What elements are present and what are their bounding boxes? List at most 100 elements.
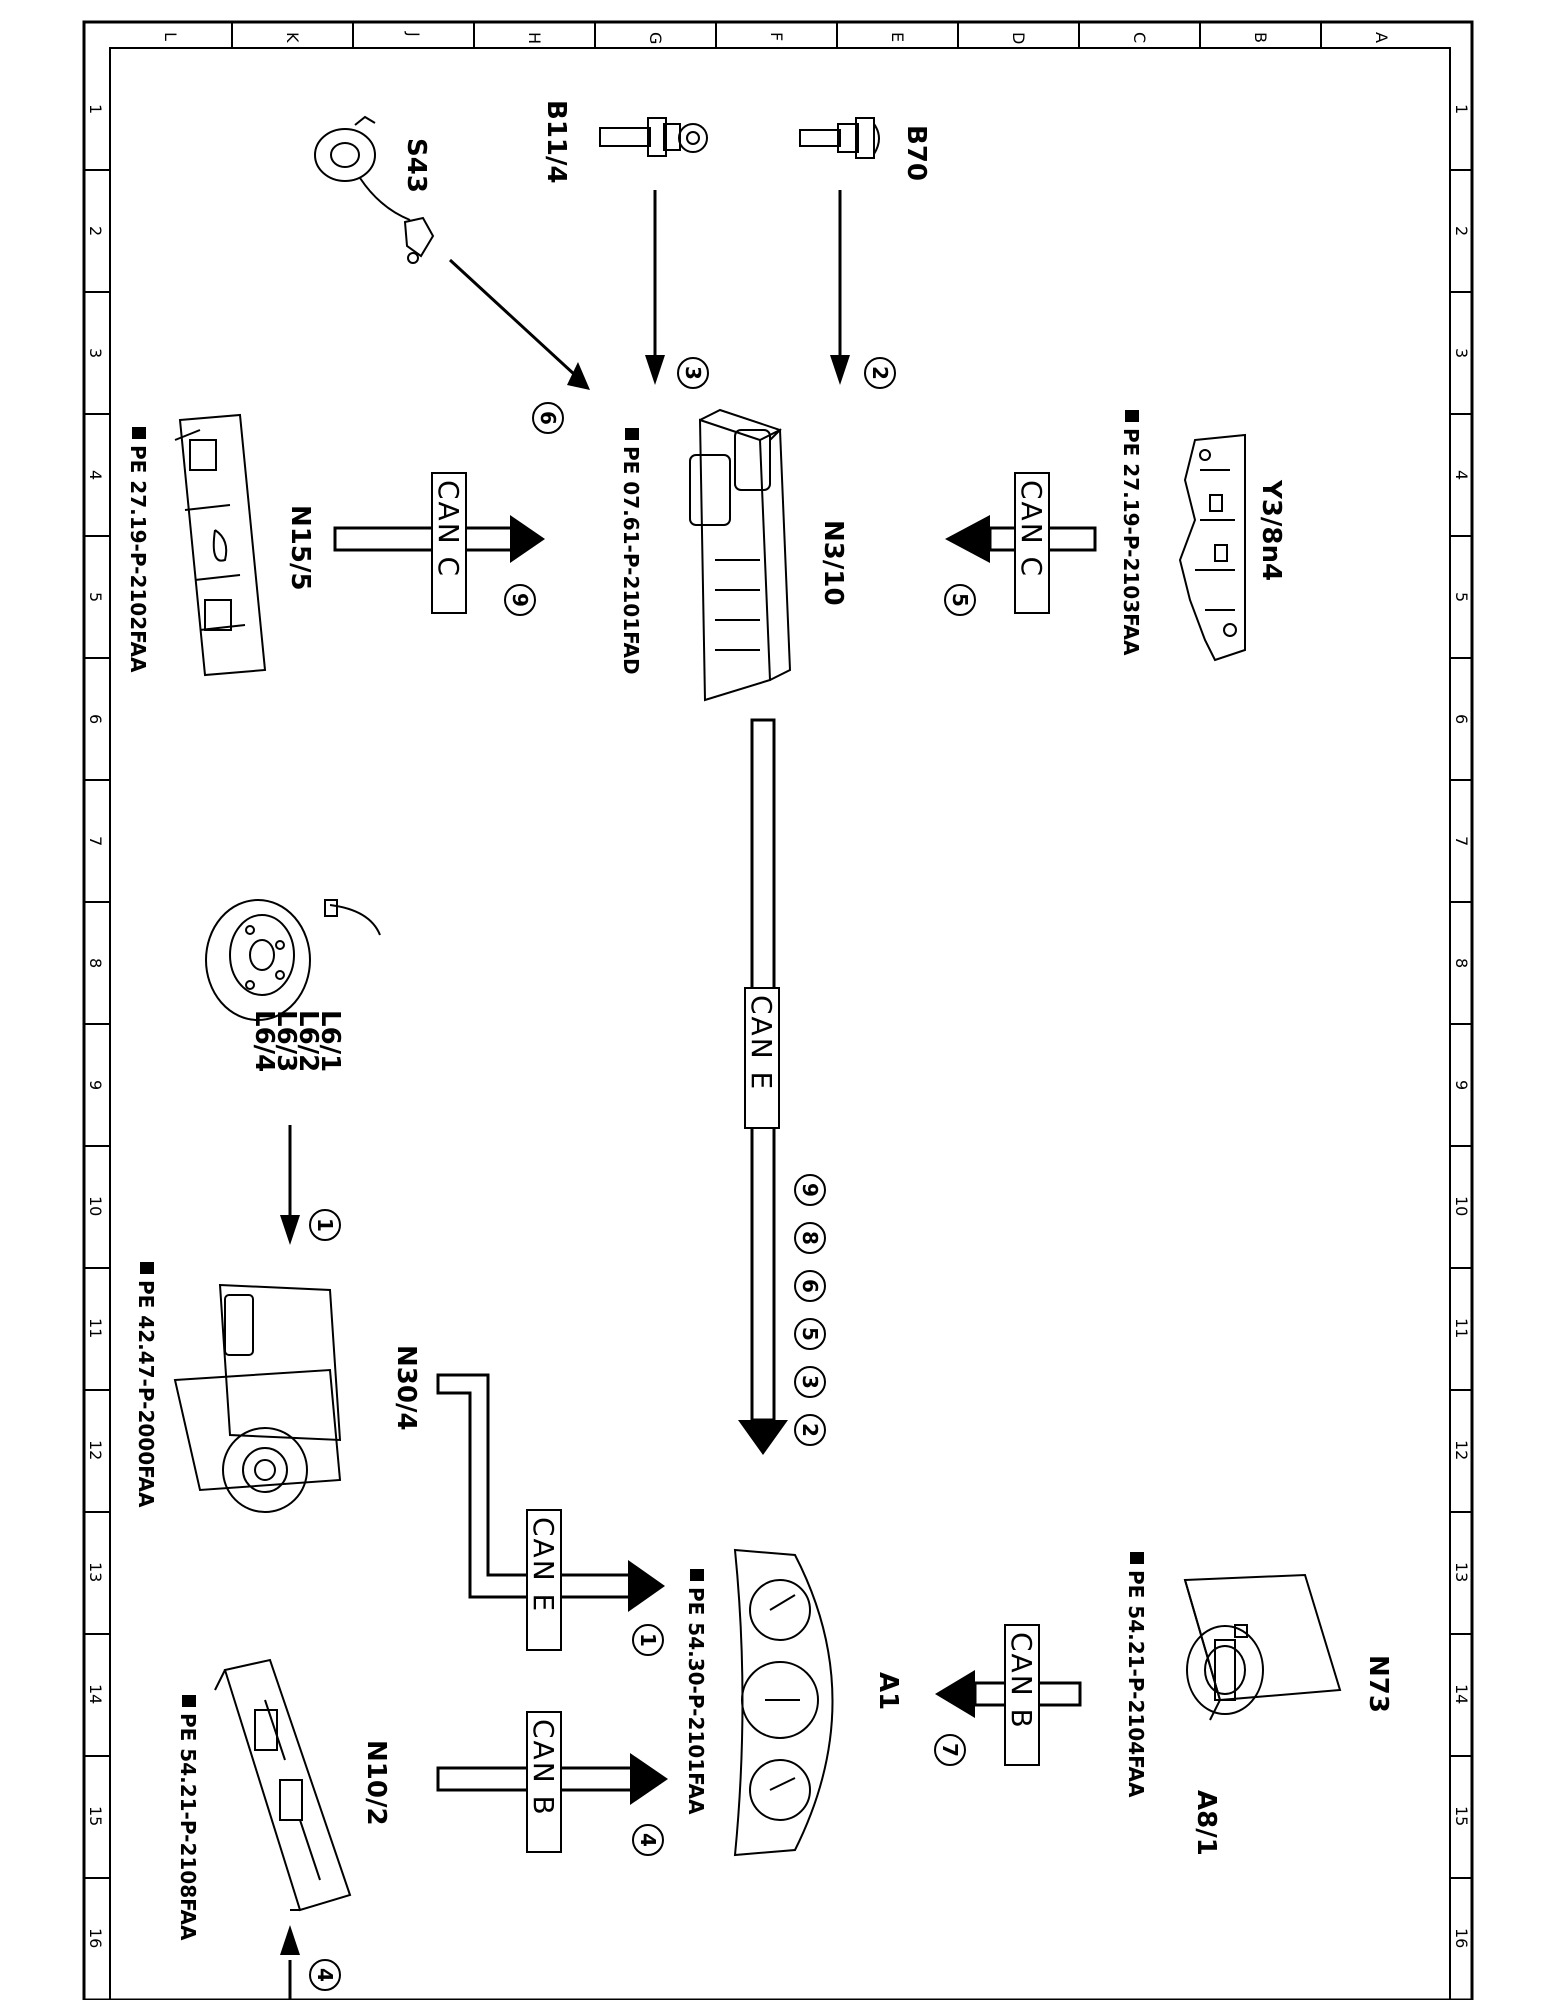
can-b-label: CAN B <box>1005 1632 1038 1730</box>
grid-letter: F <box>767 32 786 41</box>
b11-4-label: B11/4 <box>541 100 571 184</box>
a1-label: A1 <box>873 1672 903 1710</box>
can-c-left-bus <box>333 515 545 563</box>
grid-letter: E <box>888 32 907 42</box>
signal-numbers: 2 3 6 5 9 1 1 7 4 4 9 8 6 5 3 2 <box>313 366 972 1982</box>
hand-pointer-icon <box>1130 1552 1144 1564</box>
s43-label: S43 <box>401 138 431 193</box>
grid-letter: H <box>525 32 544 44</box>
n15-5-reference: PE 27.19-P-2102FAA <box>126 445 150 673</box>
hand-pointer-icon <box>690 1569 704 1581</box>
signal-circles <box>309 357 976 1991</box>
s43-switch-icon <box>314 115 435 264</box>
b70-label: B70 <box>901 125 931 181</box>
grid-number: 5 <box>1452 592 1471 602</box>
signal-number: 3 <box>798 1375 822 1389</box>
n30-4-reference: PE 42.47-P-2000FAA <box>134 1280 158 1508</box>
n30-4-label: N30/4 <box>391 1345 421 1431</box>
reference-labels: PE 27.19-P-2103FAA PE 07.61-P-2101FAD PE… <box>126 410 1148 1941</box>
grid-number: 14 <box>1452 1684 1471 1704</box>
grid-letter: A <box>1372 32 1391 43</box>
hand-pointer-icon <box>140 1262 154 1274</box>
y3-8n4-label: Y3/8n4 <box>1256 479 1286 581</box>
can-c-label: CAN C <box>432 480 465 578</box>
grid-letter: D <box>1009 32 1028 44</box>
grid-number: 10 <box>1452 1196 1471 1216</box>
n3-10-label: N3/10 <box>818 520 848 606</box>
n3-10-ecu-icon <box>689 408 792 702</box>
can-e-label: CAN E <box>527 1517 560 1613</box>
signal-number: 4 <box>636 1833 660 1847</box>
grid-number: 15 <box>86 1806 105 1826</box>
grid-number: 8 <box>86 958 105 968</box>
grid-number: 2 <box>86 226 105 236</box>
n10-2-reference: PE 54.21-P-2108FAA <box>176 1713 200 1941</box>
signal-number: 4 <box>313 1968 337 1982</box>
l6-label: L6/2 <box>293 1010 323 1072</box>
grid-number: 9 <box>1452 1080 1471 1090</box>
grid-number: 8 <box>1452 958 1471 968</box>
signal-number: 6 <box>798 1279 822 1293</box>
b70-sensor-icon <box>799 117 880 159</box>
grid-number: 11 <box>86 1318 105 1338</box>
grid-letter: G <box>646 32 665 44</box>
grid-number: 10 <box>86 1196 105 1216</box>
signal-number: 6 <box>536 411 560 425</box>
grid-number: 3 <box>86 348 105 358</box>
grid-number: 9 <box>86 1080 105 1090</box>
l6-wheel-speed-sensor-icon <box>205 899 381 1021</box>
a8-1-label: A8/1 <box>1191 1790 1221 1856</box>
grid-number: 13 <box>86 1562 105 1582</box>
n3-10-reference: PE 07.61-P-2101FAD <box>619 446 643 675</box>
l6-label: L6/1 <box>315 1010 345 1072</box>
grid-number: 3 <box>1452 348 1471 358</box>
l6-label: L6/4 <box>249 1010 279 1072</box>
can-e-n30-bus <box>436 1373 665 1612</box>
n10-2-sam-module-icon <box>214 1658 352 1912</box>
grid-number: 12 <box>86 1440 105 1460</box>
y3-8n4-reference: PE 27.19-P-2103FAA <box>1119 428 1143 656</box>
grid-letter: J <box>404 31 423 37</box>
grid-number: 4 <box>86 470 105 480</box>
n73-ignition-switch-icon <box>1183 1573 1342 1721</box>
hand-pointer-icon <box>625 428 639 440</box>
n73-reference: PE 54.21-P-2104FAA <box>1124 1570 1148 1798</box>
signal-number: 3 <box>681 366 705 380</box>
grid-number: 16 <box>1452 1928 1471 1948</box>
grid-number: 1 <box>86 104 105 114</box>
grid-numbers: 1 2 3 4 5 6 7 8 9 10 11 12 13 14 15 16 1… <box>86 104 1471 1948</box>
grid-letter: C <box>1130 32 1149 43</box>
signal-number: 1 <box>636 1633 660 1647</box>
signal-number: 2 <box>798 1423 822 1437</box>
hand-pointer-icon <box>132 427 146 439</box>
frame <box>82 20 1474 2000</box>
signal-number: 7 <box>938 1743 962 1757</box>
signal-number: 8 <box>798 1231 822 1245</box>
grid-letter: B <box>1251 32 1270 43</box>
grid-number: 15 <box>1452 1806 1471 1826</box>
n15-5-label: N15/5 <box>285 505 315 591</box>
l6-label: L6/3 <box>271 1010 301 1072</box>
grid-number: 16 <box>86 1928 105 1948</box>
connections <box>288 190 842 2000</box>
can-e-label: CAN E <box>745 995 778 1091</box>
y3-8n4-module-icon <box>1178 433 1246 662</box>
grid-letters: L K J H G F E D C B A <box>161 31 1391 44</box>
a1-reference: PE 54.30-P-2101FAA <box>684 1587 708 1815</box>
grid-number: 6 <box>1452 714 1471 724</box>
signal-number: 5 <box>948 593 972 607</box>
grid-number: 7 <box>1452 836 1471 846</box>
n30-4-esp-module-icon <box>173 1283 342 1513</box>
grid-number: 11 <box>1452 1318 1471 1338</box>
grid-number: 7 <box>86 836 105 846</box>
grid-number: 14 <box>86 1684 105 1704</box>
can-c-label: CAN C <box>1015 480 1048 578</box>
grid-number: 2 <box>1452 226 1471 236</box>
arrowheads <box>280 355 850 1955</box>
component-labels: B70 B11/4 S43 Y3/8n4 N3/10 N15/5 L6/1 L6… <box>249 100 1393 1856</box>
grid-letter: K <box>283 32 302 43</box>
hand-pointer-icon <box>1125 410 1139 422</box>
grid-number: 1 <box>1452 104 1471 114</box>
grid-number: 6 <box>86 714 105 724</box>
